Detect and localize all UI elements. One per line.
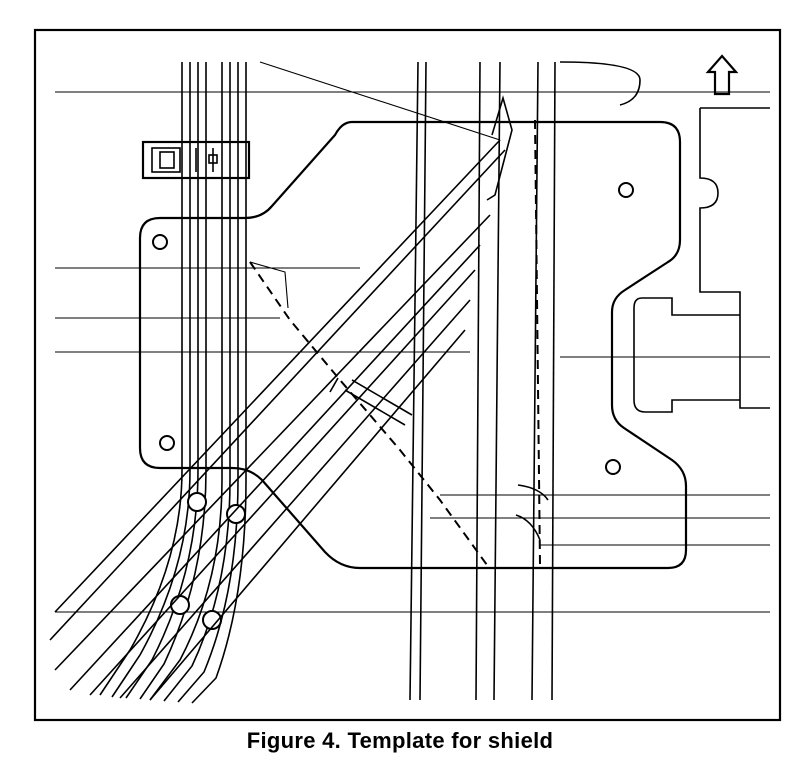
diagonal-rails <box>49 139 506 701</box>
figure-caption: Figure 4. Template for shield <box>246 728 554 753</box>
channel-curves <box>515 484 549 541</box>
fitting-ring <box>170 595 190 615</box>
clip-icon <box>141 140 251 180</box>
up-arrow-icon <box>705 54 739 96</box>
mount-hole <box>618 182 634 198</box>
fitting-ring <box>202 610 222 630</box>
dashed-cut-line <box>249 261 488 566</box>
rail-bracket <box>329 377 413 426</box>
mount-hole <box>152 234 168 250</box>
shield-outline <box>138 120 688 570</box>
rail-end <box>486 95 513 201</box>
right-bracket <box>559 61 770 413</box>
mount-hole <box>605 459 621 475</box>
channel-lines <box>409 61 556 701</box>
mount-hole <box>159 435 175 451</box>
tube-right <box>149 62 247 704</box>
fitting-ring <box>226 504 246 524</box>
fitting-ring <box>187 492 207 512</box>
figure-frame <box>33 28 782 722</box>
tube-left <box>99 62 207 700</box>
